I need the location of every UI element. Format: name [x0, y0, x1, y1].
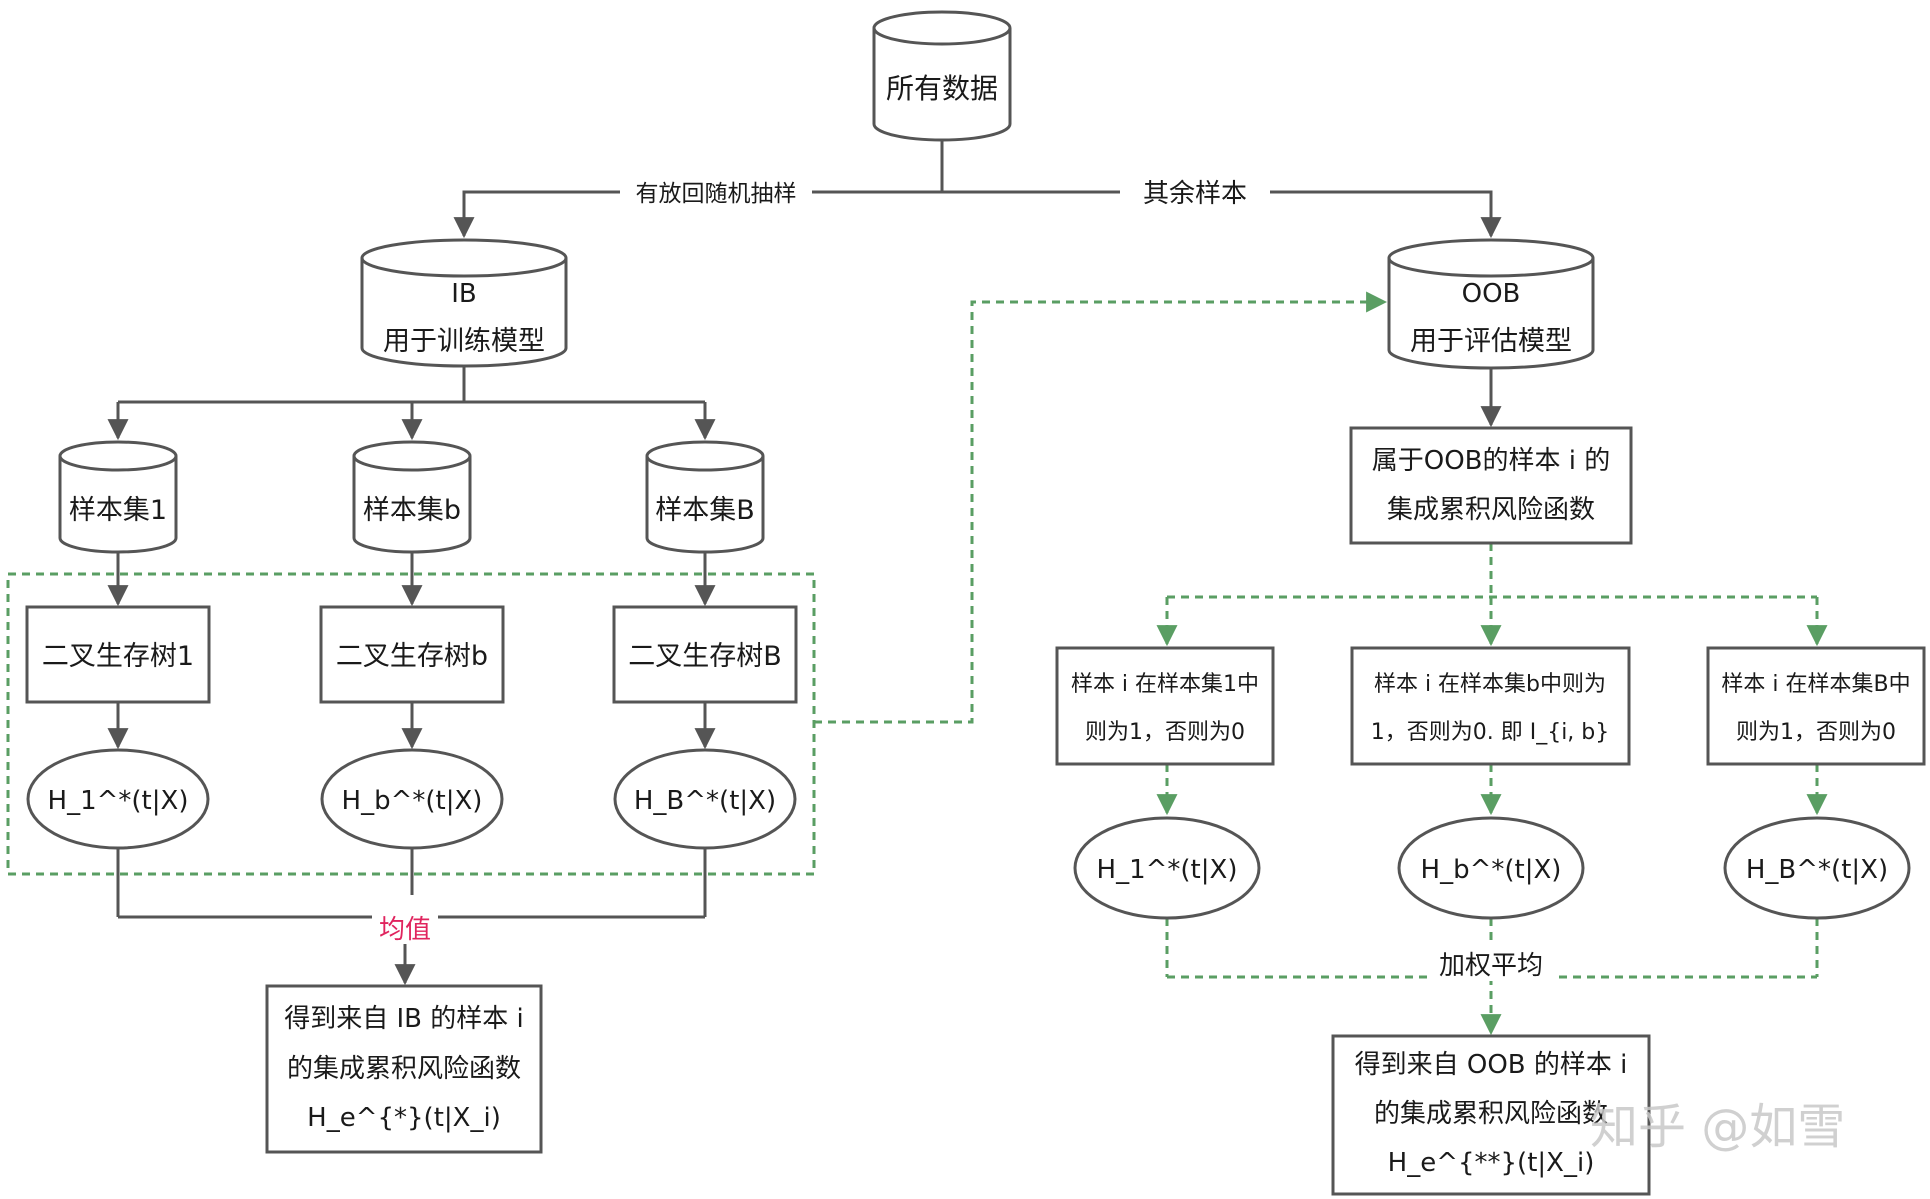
edge-label-weighted: 加权平均: [1428, 947, 1554, 981]
indicator-line1: 样本 i 在样本集1中: [1071, 672, 1259, 697]
ib-result-line1: 得到来自 IB 的样本 i: [284, 1004, 524, 1034]
indicator-line1: 样本 i 在样本集b中则为: [1374, 672, 1606, 697]
right-hazard-b: H_b^*(t|X): [1397, 816, 1585, 920]
db-sample-set-1: 样本集1: [58, 440, 178, 554]
oob-result-line3: H_e^{**}(t|X_i): [1388, 1148, 1595, 1178]
right-hazard-1: H_1^*(t|X): [1073, 816, 1261, 920]
ib-result-box: 得到来自 IB 的样本 i 的集成累积风险函数 H_e^{*}(t|X_i): [265, 984, 543, 1154]
hazard-label: H_B^*(t|X): [634, 786, 776, 816]
hazard-label: H_1^*(t|X): [1097, 855, 1238, 885]
sample-set-label: 样本集b: [363, 495, 461, 526]
tree-box-1: 二叉生存树1: [25, 605, 211, 704]
indicator-line2: 1，否则为0. 即 I_{i, b}: [1371, 720, 1610, 745]
indicator-box-1: 样本 i 在样本集1中 则为1，否则为0: [1055, 646, 1275, 766]
edge-label-mean: 均值: [372, 912, 438, 945]
watermark: 知乎 @如雪: [1590, 1099, 1845, 1155]
db-sample-set-b: 样本集b: [352, 440, 472, 554]
db-ib-title: IB: [451, 279, 477, 309]
oob-sample-line2: 集成累积风险函数: [1387, 495, 1595, 525]
hazard-label: H_1^*(t|X): [48, 786, 189, 816]
rest-label: 其余样本: [1143, 179, 1247, 209]
oob-result-line2: 的集成累积风险函数: [1374, 1099, 1608, 1129]
oob-result-line1: 得到来自 OOB 的样本 i: [1355, 1050, 1628, 1080]
solid-connectors: [107, 140, 1502, 986]
ib-result-line2: 的集成累积风险函数: [287, 1054, 521, 1084]
weighted-label: 加权平均: [1439, 951, 1543, 981]
mean-label: 均值: [379, 915, 431, 945]
edge-label-sampling: 有放回随机抽样: [620, 176, 812, 208]
left-hazard-B: H_B^*(t|X): [613, 748, 797, 850]
sampling-label: 有放回随机抽样: [636, 181, 797, 207]
tree-label: 二叉生存树B: [628, 641, 782, 672]
left-hazard-b: H_b^*(t|X): [320, 748, 504, 850]
right-hazard-B: H_B^*(t|X): [1723, 816, 1911, 920]
db-oob-subtitle: 用于评估模型: [1410, 326, 1572, 357]
left-hazard-1: H_1^*(t|X): [26, 748, 210, 850]
indicator-line2: 则为1，否则为0: [1085, 720, 1245, 745]
indicator-line2: 则为1，否则为0: [1736, 720, 1896, 745]
db-oob: OOB 用于评估模型: [1387, 238, 1595, 370]
oob-sample-box: 属于OOB的样本 i 的 集成累积风险函数: [1349, 426, 1633, 545]
oob-result-box: 得到来自 OOB 的样本 i 的集成累积风险函数 H_e^{**}(t|X_i): [1331, 1034, 1651, 1196]
db-all-data-label: 所有数据: [886, 72, 998, 105]
hazard-label: H_b^*(t|X): [1421, 855, 1562, 885]
tree-box-b: 二叉生存树b: [319, 605, 505, 704]
ib-result-line3: H_e^{*}(t|X_i): [307, 1103, 501, 1133]
indicator-line1: 样本 i 在样本集B中: [1721, 672, 1910, 697]
db-sample-set-B: 样本集B: [645, 440, 765, 554]
indicator-box-B: 样本 i 在样本集B中 则为1，否则为0: [1706, 646, 1926, 766]
oob-sample-line1: 属于OOB的样本 i 的: [1372, 446, 1611, 476]
sample-set-label: 样本集B: [655, 495, 755, 526]
db-oob-title: OOB: [1462, 279, 1521, 309]
hazard-label: H_b^*(t|X): [342, 786, 483, 816]
tree-label: 二叉生存树1: [42, 641, 194, 672]
db-ib-subtitle: 用于训练模型: [383, 326, 545, 357]
tree-label: 二叉生存树b: [336, 641, 488, 672]
db-ib: IB 用于训练模型: [360, 238, 568, 368]
sample-set-label: 样本集1: [69, 495, 167, 526]
tree-box-B: 二叉生存树B: [612, 605, 798, 704]
edge-label-rest: 其余样本: [1120, 175, 1270, 209]
hazard-label: H_B^*(t|X): [1746, 855, 1888, 885]
indicator-box-b: 样本 i 在样本集b中则为 1，否则为0. 即 I_{i, b}: [1350, 646, 1631, 766]
db-all-data: 所有数据: [872, 10, 1012, 142]
